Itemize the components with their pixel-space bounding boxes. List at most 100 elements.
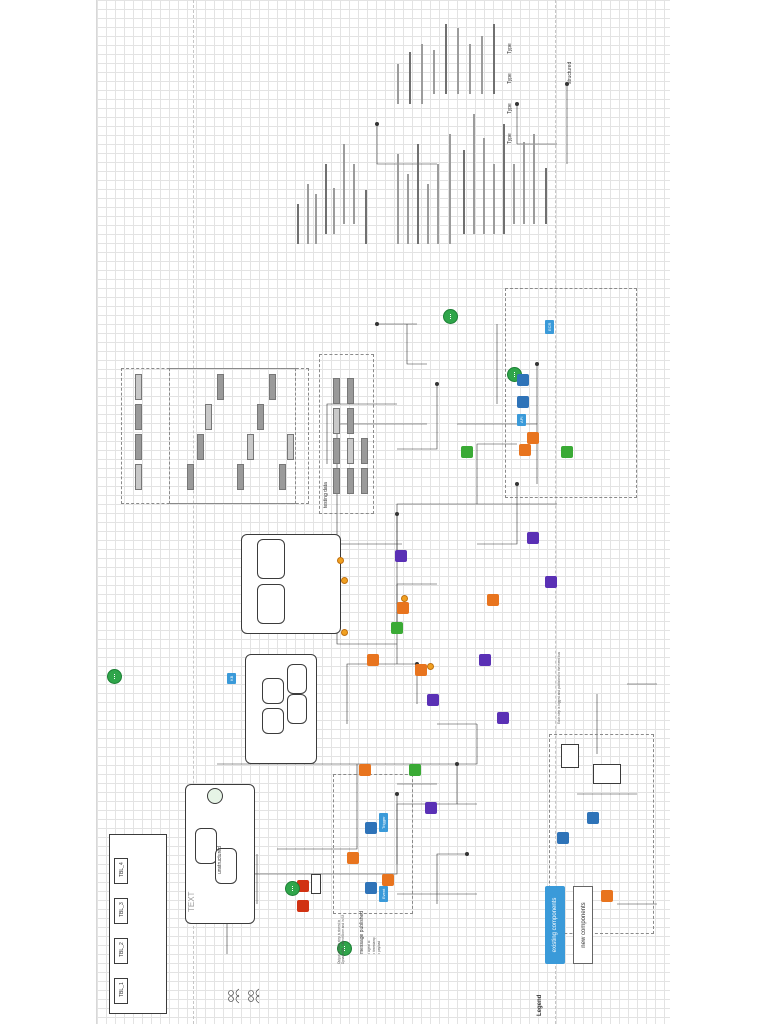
legend-existing: existing components xyxy=(545,886,565,964)
data-chip[interactable] xyxy=(333,468,340,494)
data-chip[interactable] xyxy=(361,468,368,494)
page-margin xyxy=(670,0,768,1024)
lambda-icon[interactable] xyxy=(487,594,499,606)
table-box[interactable]: TBL_2 xyxy=(114,938,128,964)
event-bus-icon[interactable] xyxy=(409,764,421,776)
bullet-item: • payload xyxy=(377,940,381,954)
data-chip[interactable] xyxy=(347,408,354,434)
lambda-icon[interactable] xyxy=(347,852,359,864)
process-box[interactable] xyxy=(561,744,579,768)
agent-card[interactable] xyxy=(287,694,307,724)
database-icon[interactable] xyxy=(517,396,529,408)
bullet-item: • agent id xyxy=(367,940,371,954)
config-chip[interactable] xyxy=(237,464,244,490)
table-box[interactable]: TBL_4 xyxy=(114,858,128,884)
database-icon[interactable] xyxy=(557,832,569,844)
deployment-group xyxy=(505,288,637,498)
config-chip[interactable] xyxy=(269,374,276,400)
data-chip[interactable] xyxy=(333,378,340,404)
data-chip[interactable] xyxy=(347,438,354,464)
type-label: Type xyxy=(507,43,513,54)
legend-new: new components xyxy=(573,886,593,964)
lambda-icon[interactable] xyxy=(415,664,427,676)
model-card[interactable] xyxy=(257,539,285,579)
model-group xyxy=(241,534,341,634)
message-published-label: message published xyxy=(359,910,365,954)
lambda-icon[interactable] xyxy=(297,900,309,912)
table-box[interactable]: TBL_3 xyxy=(114,898,128,924)
config-chip[interactable] xyxy=(205,404,212,430)
step-function-icon[interactable] xyxy=(545,576,557,588)
step-note: Each step is logged and published to the… xyxy=(557,651,561,724)
data-chip[interactable] xyxy=(347,378,354,404)
step-function-icon[interactable] xyxy=(395,550,407,562)
config-chip[interactable] xyxy=(217,374,224,400)
config-chip[interactable] xyxy=(135,464,142,490)
config-chip[interactable] xyxy=(247,434,254,460)
database-icon[interactable] xyxy=(517,374,529,386)
type-label: Type xyxy=(507,73,513,84)
agent-card[interactable] xyxy=(262,708,284,734)
testing-data-label: testing data xyxy=(323,482,329,508)
data-chip[interactable] xyxy=(347,468,354,494)
lambda-icon[interactable] xyxy=(367,654,379,666)
warning-badge xyxy=(401,595,408,602)
lambda-icon[interactable] xyxy=(359,764,371,776)
user-icon xyxy=(248,988,260,1004)
step-function-icon[interactable] xyxy=(527,532,539,544)
bucket-icon[interactable] xyxy=(365,882,377,894)
table-label: TBL_2 xyxy=(119,942,125,957)
queue-icon[interactable] xyxy=(285,881,300,896)
warning-badge xyxy=(341,629,348,636)
config-chip[interactable] xyxy=(135,404,142,430)
config-chip[interactable] xyxy=(287,434,294,460)
footnote: Output of each step is stored in DynamoD… xyxy=(337,914,345,964)
step-function-icon[interactable] xyxy=(479,654,491,666)
event-pill: Event xyxy=(379,885,388,902)
step-function-icon[interactable] xyxy=(427,694,439,706)
config-chip[interactable] xyxy=(257,404,264,430)
config-chip[interactable] xyxy=(135,434,142,460)
agent-card[interactable] xyxy=(262,678,284,704)
lane-title: TEXT xyxy=(187,891,196,912)
table-label: TBL_1 xyxy=(119,982,125,997)
lambda-icon[interactable] xyxy=(527,432,539,444)
step-function-icon[interactable] xyxy=(425,802,437,814)
table-label: TBL_4 xyxy=(119,862,125,877)
bucket-icon[interactable] xyxy=(365,822,377,834)
event-bus-icon[interactable] xyxy=(561,446,573,458)
connector-lines xyxy=(217,82,657,954)
process-box[interactable] xyxy=(195,828,217,864)
step-function-icon[interactable] xyxy=(497,712,509,724)
data-chip[interactable] xyxy=(333,438,340,464)
event-bus-icon[interactable] xyxy=(391,622,403,634)
type-label: Type xyxy=(507,133,513,144)
lambda-icon[interactable] xyxy=(397,602,409,614)
diagram-canvas: TBL_1 TBL_2 TBL_3 TBL_4 TEXT Event Trigg… xyxy=(96,0,672,1024)
table-label: TBL_3 xyxy=(119,902,125,917)
model-card[interactable] xyxy=(257,584,285,624)
config-chip[interactable] xyxy=(197,434,204,460)
lambda-icon[interactable] xyxy=(382,874,394,886)
warning-badge xyxy=(427,663,434,670)
type-label: Type xyxy=(507,103,513,114)
event-pill: Trigger xyxy=(379,813,388,832)
config-chip[interactable] xyxy=(279,464,286,490)
event-bus-icon[interactable] xyxy=(461,446,473,458)
process-box[interactable] xyxy=(593,764,621,784)
architecture-diagram: TBL_1 TBL_2 TBL_3 TBL_4 TEXT Event Trigg… xyxy=(97,0,671,1024)
queue-icon[interactable] xyxy=(107,669,122,684)
config-chip[interactable] xyxy=(187,464,194,490)
data-chip[interactable] xyxy=(361,438,368,464)
queue-icon[interactable] xyxy=(443,309,458,324)
config-chip[interactable] xyxy=(135,374,142,400)
structured-label: structured xyxy=(567,61,573,84)
stopwatch-icon[interactable] xyxy=(207,788,223,804)
bullet-item: • timestamp xyxy=(372,937,376,954)
agent-card[interactable] xyxy=(287,664,307,694)
warning-badge xyxy=(337,557,344,564)
database-icon[interactable] xyxy=(587,812,599,824)
data-chip[interactable] xyxy=(333,408,340,434)
table-box[interactable]: TBL_1 xyxy=(114,978,128,1004)
user-icon xyxy=(228,988,240,1004)
